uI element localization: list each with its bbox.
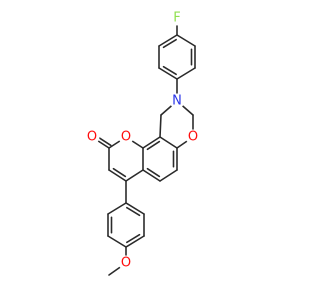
atom-label-o4: O bbox=[121, 256, 131, 271]
double-bond-line bbox=[146, 167, 161, 178]
bond-line bbox=[108, 169, 127, 182]
bond-line bbox=[176, 34, 196, 47]
atom-label-background bbox=[169, 93, 185, 109]
double-bond-line bbox=[146, 140, 161, 151]
bond-line bbox=[158, 34, 178, 47]
bond-line bbox=[142, 169, 161, 182]
bond-line bbox=[125, 202, 145, 215]
bond-line bbox=[176, 67, 196, 80]
bond-layer bbox=[91, 17, 196, 276]
atom-label-background bbox=[185, 129, 201, 145]
bond-line bbox=[159, 114, 162, 138]
atom-label-layer: F N O O O O bbox=[84, 10, 201, 271]
atom-label-background bbox=[169, 10, 185, 26]
bond-line bbox=[107, 235, 127, 248]
bond-line bbox=[142, 136, 161, 149]
double-bond-line bbox=[162, 65, 177, 76]
atom-label-n: N bbox=[172, 94, 182, 109]
atom-label-background bbox=[118, 129, 134, 145]
atom-label-o3: O bbox=[87, 130, 97, 145]
atom-label-background bbox=[84, 129, 100, 145]
double-bond-line bbox=[162, 38, 177, 49]
bond-line bbox=[125, 235, 145, 248]
bond-line bbox=[158, 67, 178, 80]
double-bond-line bbox=[126, 233, 141, 244]
double-bond-line bbox=[126, 206, 141, 217]
bond-line bbox=[125, 169, 144, 182]
double-bond-line bbox=[112, 167, 127, 178]
bond-line bbox=[107, 202, 127, 215]
bond-line bbox=[159, 136, 178, 149]
atom-label-o1: O bbox=[188, 130, 198, 145]
atom-label-background bbox=[118, 255, 134, 271]
bond-line bbox=[159, 169, 178, 182]
atom-label-o2: O bbox=[121, 130, 131, 145]
molecule-structure-drawing: F N O O O O bbox=[84, 10, 201, 276]
atom-label-f: F bbox=[173, 11, 180, 26]
